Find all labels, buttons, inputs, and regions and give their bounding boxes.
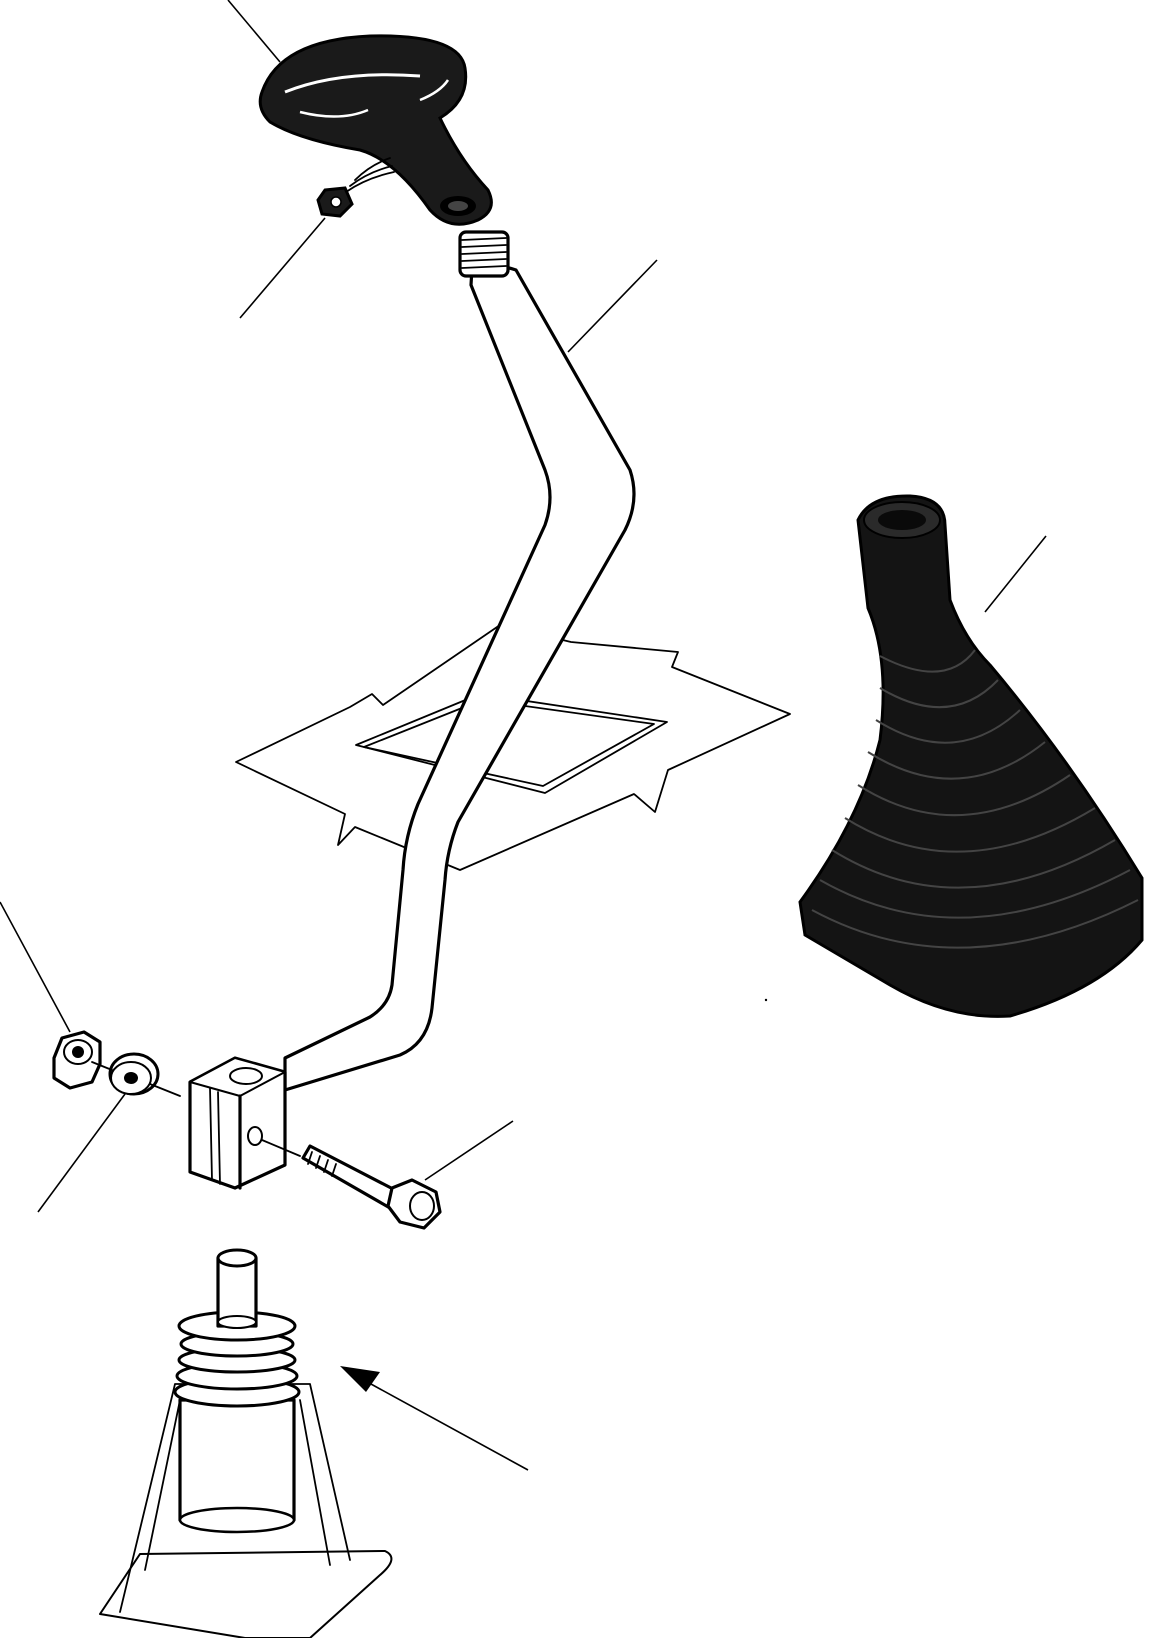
direction-arrow (340, 1366, 529, 1471)
lever-clamp-block (188, 1056, 287, 1190)
leader-washer (37, 1093, 126, 1213)
shift-lever (283, 230, 636, 1092)
assembly-axis-line (91, 1061, 181, 1097)
clamp-bolt (261, 1139, 442, 1230)
hex-nut (52, 1030, 102, 1090)
control-valve-spool (99, 1248, 393, 1638)
lever-thread (458, 230, 510, 278)
wire-clip (316, 157, 395, 218)
washer (108, 1052, 160, 1096)
leader-lever (567, 259, 658, 353)
leader-nut (0, 901, 71, 1033)
leader-bolt (424, 1120, 514, 1181)
gear-shift-knob (258, 34, 493, 226)
leader-lines (0, 0, 1047, 1213)
leader-boot (984, 535, 1047, 613)
artifact-dot (764, 998, 768, 1002)
leader-clip (239, 217, 326, 319)
rubber-boot (798, 494, 1144, 1018)
leader-knob (227, 0, 281, 63)
